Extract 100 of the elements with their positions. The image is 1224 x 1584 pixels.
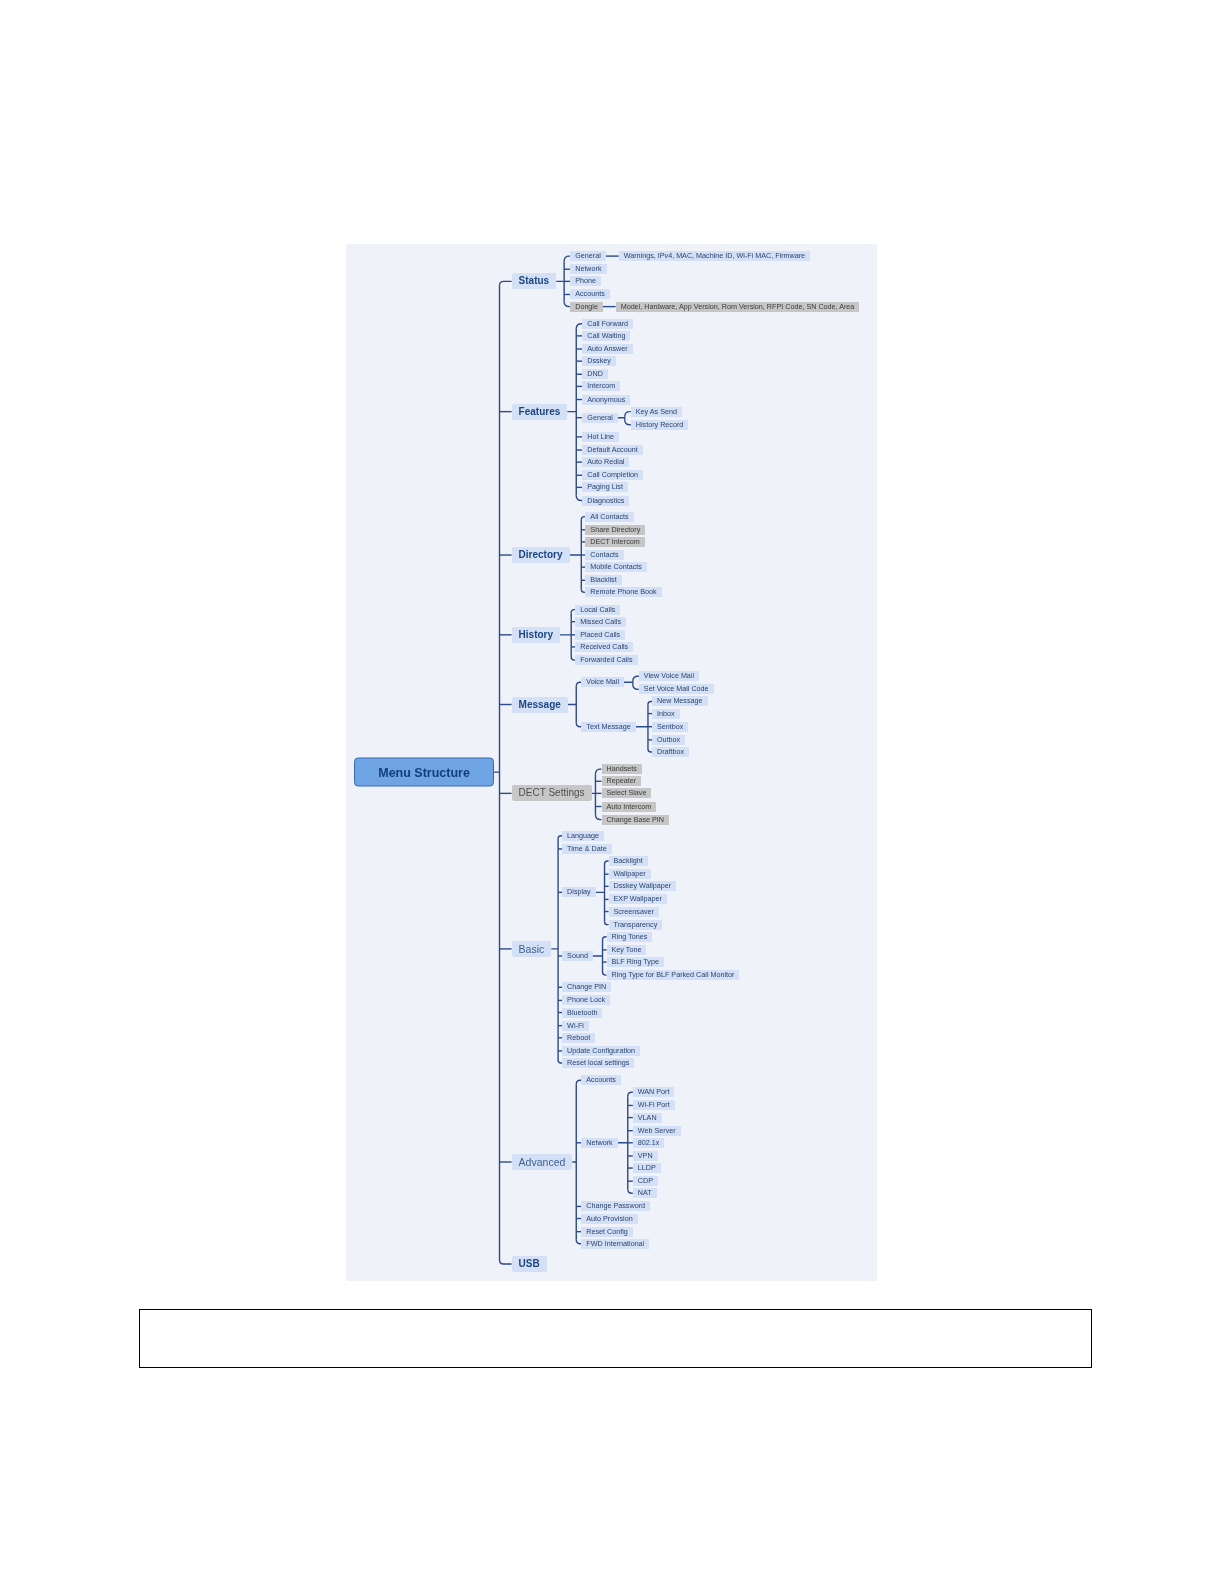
connector-line: [580, 588, 587, 594]
connector-line: [498, 1259, 513, 1265]
connector-line: [570, 634, 576, 636]
connector-line: [498, 1161, 513, 1163]
connector-line: [601, 936, 608, 941]
connector-line: [647, 712, 653, 715]
connector-line: [563, 268, 571, 270]
main-topic-box: Message: [511, 696, 568, 713]
connector-line: [557, 1050, 563, 1052]
connector-line: [580, 579, 587, 581]
connector-line: [557, 955, 563, 957]
connector-line: [594, 805, 603, 808]
connector-line: [627, 1180, 634, 1182]
connector-line: [603, 920, 610, 926]
connector-line: [624, 410, 632, 418]
connector-line: [575, 373, 583, 375]
connector-line: [563, 280, 571, 283]
connector-line: [605, 255, 620, 257]
connector-line: [557, 986, 563, 988]
connector-line: [580, 554, 587, 556]
main-topic-box: Features: [511, 403, 568, 420]
connector-line: [627, 1104, 634, 1107]
connector-line: [571, 1083, 577, 1241]
connector-line: [580, 541, 587, 543]
connector-line: [594, 780, 603, 782]
connector-line: [647, 726, 653, 728]
connector-line: [498, 554, 513, 556]
connector-line: [557, 835, 563, 840]
connector-line: [498, 634, 513, 636]
connector-line: [632, 683, 640, 691]
connector-line: [647, 700, 653, 706]
connector-line: [603, 873, 610, 875]
connector-line: [603, 860, 610, 865]
connector-line: [563, 255, 571, 262]
connector-line: [555, 260, 565, 303]
connector-line: [580, 566, 587, 568]
connector-line: [603, 885, 610, 887]
connector-line: [603, 910, 610, 913]
connector-line: [595, 863, 606, 923]
root-topic-box: Menu Structure: [354, 757, 495, 787]
connector-line: [627, 1130, 634, 1132]
connector-line: [627, 1155, 634, 1157]
connector-line: [566, 328, 577, 497]
connector-line: [557, 1037, 563, 1039]
connector-line: [567, 685, 577, 724]
connector-line: [590, 773, 597, 816]
connector-line: [575, 436, 583, 438]
connector-line: [575, 461, 583, 463]
main-topic-box: Advanced: [511, 1154, 573, 1170]
connector-line: [557, 848, 563, 850]
connector-line: [575, 486, 583, 489]
main-topic-box: Basic: [511, 940, 552, 957]
connector-line: [575, 360, 583, 362]
connector-line: [557, 1011, 563, 1014]
connector-line: [634, 703, 649, 750]
connector-line: [616, 1095, 629, 1190]
main-topic-box: Status: [511, 273, 557, 290]
connector-line: [575, 323, 583, 330]
connector-line: [568, 519, 582, 591]
connector-line: [575, 1217, 582, 1220]
connector-line: [575, 474, 583, 476]
connector-line: [627, 1116, 634, 1119]
connector-line: [575, 335, 583, 337]
connector-line: [601, 961, 608, 963]
connector-line: [632, 675, 640, 682]
connector-line: [557, 999, 563, 1002]
connector-line: [601, 949, 608, 951]
connector-line: [601, 971, 608, 976]
main-topic-box: Directory: [511, 547, 570, 564]
connector-line: [570, 621, 576, 623]
connector-line: [575, 385, 583, 388]
connector-line: [550, 838, 559, 1061]
main-topic-box: USB: [511, 1256, 547, 1272]
connector-line: [557, 1024, 563, 1027]
connector-line: [647, 748, 653, 753]
connector-line: [563, 293, 571, 296]
connector-line: [557, 1059, 563, 1064]
connector-line: [647, 739, 653, 741]
connector-line: [592, 939, 604, 973]
connector-line: [594, 768, 603, 775]
main-topic-box: History: [511, 626, 561, 643]
connector-line: [624, 419, 632, 426]
main-topic-box: DECT Settings: [511, 785, 592, 802]
connector-line: [627, 1167, 634, 1169]
connector-line: [603, 898, 610, 901]
connector-line: [570, 656, 576, 661]
connector-line: [575, 398, 583, 401]
connector-line: [575, 1230, 582, 1233]
connector-line: [575, 417, 583, 419]
connector-line: [575, 1142, 582, 1144]
connector-line: [570, 608, 576, 614]
connector-line: [594, 813, 603, 821]
connector-line: [580, 515, 587, 521]
connector-line: [493, 284, 501, 1261]
connector-line: [575, 348, 583, 350]
connector-line: [559, 611, 572, 658]
connector-line: [627, 1142, 634, 1144]
connector-line: [498, 948, 513, 950]
connector-line: [575, 449, 583, 451]
connector-line: [575, 1205, 582, 1208]
